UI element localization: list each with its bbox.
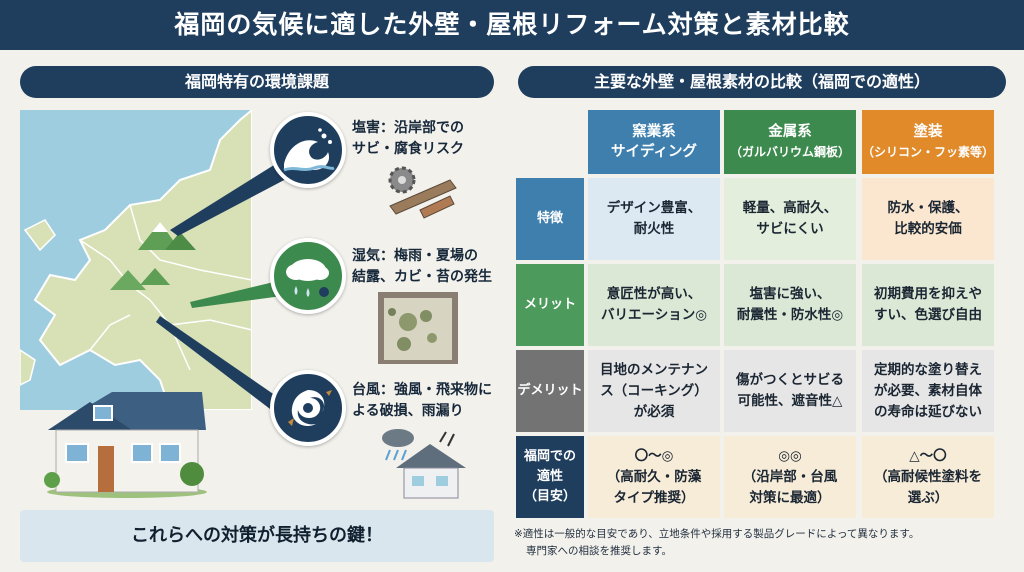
cell-text: 福岡での xyxy=(523,449,576,464)
cell-text: 塗装 xyxy=(913,124,943,140)
table-cell: ◎◎ （沿岸部・台風対策に最適） xyxy=(724,436,856,518)
cell-text: （沿岸部・台風 xyxy=(742,468,838,485)
house-illustration xyxy=(42,388,212,498)
cell-text: 耐震性・防水性◎ xyxy=(736,307,844,323)
table-cell: 軽量、高耐久、サビにくい xyxy=(724,178,856,260)
cell-text: すい、色選び自由 xyxy=(874,307,982,323)
table-cell: 目地のメンテナンス（コーキング） が必須 xyxy=(588,350,720,432)
cell-text: （目安） xyxy=(523,489,576,504)
row-header: デメリット xyxy=(516,350,584,432)
table-cell: 意匠性が高い、バリエーション◎ xyxy=(588,264,720,346)
cell-text: 特徴 xyxy=(536,211,563,226)
typhoon-icon xyxy=(270,370,346,446)
cell-text: （高耐久・防藻 xyxy=(606,468,702,485)
cell-text: 比較的安価 xyxy=(894,221,962,237)
issue-line: サビ・腐食リスク xyxy=(352,141,464,157)
footnote-line: ※適性は一般的な目安であり、立地条件や採用する製品グレードによって異なります。 xyxy=(514,528,920,540)
cell-text: （シリコン・フッ素等） xyxy=(862,145,995,159)
cell-text: （高耐候性塗料を xyxy=(874,468,982,485)
issue-line: 湿気：梅雨・夏場の xyxy=(352,248,478,264)
cell-text: が必要、素材自体 xyxy=(874,382,982,399)
page-title: 福岡の気候に適した外壁・屋根リフォーム対策と素材比較 xyxy=(0,0,1024,50)
table-cell: △〜〇 （高耐候性塗料を選ぶ） xyxy=(862,436,994,518)
cell-text: ◎◎ xyxy=(778,447,802,464)
cell-text: 〇〜◎ xyxy=(634,447,674,464)
column-header: 窯業系サイディング xyxy=(588,110,720,174)
table-cell: デザイン豊富、耐火性 xyxy=(588,178,720,260)
row-header: 福岡での適性 （目安） xyxy=(516,436,584,518)
moldy-wall-icon xyxy=(378,292,458,364)
cell-text: ス（コーキング） xyxy=(600,382,708,399)
cell-text: が必須 xyxy=(633,403,675,420)
cell-text: 耐火性 xyxy=(633,221,675,237)
row-header: 特徴 xyxy=(516,178,584,260)
cell-text: 金属系 xyxy=(768,124,812,140)
column-header: 金属系 （ガルバリウム鋼板） xyxy=(724,110,856,174)
cell-text: 定期的な塗り替え xyxy=(874,361,982,378)
cell-text: 可能性、遮音性△ xyxy=(737,393,843,409)
table-cell: 防水・保護、比較的安価 xyxy=(862,178,994,260)
cell-text: 対策に最適） xyxy=(749,489,831,506)
rain-cloud-icon xyxy=(270,238,346,314)
cell-text: 初期費用を抑えや xyxy=(874,286,982,302)
table-cell: 傷がつくとサビる可能性、遮音性△ xyxy=(724,350,856,432)
cell-text: デメリット xyxy=(517,383,583,398)
wave-icon xyxy=(270,112,346,188)
cell-text: 適性 xyxy=(536,469,563,484)
typhoon-text: 台風：強風・飛来物に よる破損、雨漏り xyxy=(352,380,492,422)
cell-text: サイディング xyxy=(611,144,697,160)
table-cell: 〇〜◎ （高耐久・防藻タイプ推奨） xyxy=(588,436,720,518)
cell-text: 目地のメンテナン xyxy=(600,361,708,378)
cell-text: 防水・保護、 xyxy=(887,200,969,216)
footnote: ※適性は一般的な目安であり、立地条件や採用する製品グレードによって異なります。 … xyxy=(514,526,1014,560)
cell-text: サビにくい xyxy=(756,221,824,237)
cell-text: メリット xyxy=(523,297,576,312)
cell-text: タイプ推奨） xyxy=(613,489,695,506)
kyushu-map xyxy=(20,110,252,410)
table-cell: 塩害に強い、耐震性・防水性◎ xyxy=(724,264,856,346)
kyushu-map-illustration xyxy=(20,110,252,410)
cell-text: バリエーション◎ xyxy=(600,307,707,323)
issue-line: 塩害：沿岸部での xyxy=(352,120,464,136)
footnote-line: 専門家への相談を推奨します。 xyxy=(526,545,672,557)
table-cell: 定期的な塗り替えが必要、素材自体の寿命は延びない xyxy=(862,350,994,432)
left-section-header: 福岡特有の環境課題 xyxy=(20,66,494,98)
pointer-lines xyxy=(156,160,288,412)
row-header: メリット xyxy=(516,264,584,346)
issue-line: 台風：強風・飛来物に xyxy=(352,382,492,398)
cell-text: 窯業系 xyxy=(632,124,676,140)
cell-text: （ガルバリウム鋼板） xyxy=(729,145,850,159)
issue-line: よる破損、雨漏り xyxy=(352,403,464,419)
rusty-metal-icon xyxy=(388,166,457,219)
cell-text: 選ぶ） xyxy=(907,489,949,506)
storm-damaged-house-icon xyxy=(382,429,466,499)
key-message: これらへの対策が長持ちの鍵！ xyxy=(20,510,494,562)
cell-text: デザイン豊富、 xyxy=(606,200,702,216)
right-section-header: 主要な外壁・屋根素材の比較（福岡での適性） xyxy=(518,66,1006,98)
cell-text: △〜〇 xyxy=(909,447,947,464)
issue-line: 結露、カビ・苔の発生 xyxy=(352,269,492,285)
cell-text: 傷がつくとサビる xyxy=(736,372,844,388)
cell-text: 意匠性が高い、 xyxy=(606,286,702,302)
cell-text: 軽量、高耐久、 xyxy=(742,200,838,216)
cell-text: 塩害に強い、 xyxy=(749,286,831,302)
salt-damage-text: 塩害：沿岸部での サビ・腐食リスク xyxy=(352,118,464,160)
column-header: 塗装 （シリコン・フッ素等） xyxy=(862,110,994,174)
humidity-text: 湿気：梅雨・夏場の 結露、カビ・苔の発生 xyxy=(352,246,492,288)
cell-text: の寿命は延びない xyxy=(874,403,982,420)
table-cell: 初期費用を抑えやすい、色選び自由 xyxy=(862,264,994,346)
